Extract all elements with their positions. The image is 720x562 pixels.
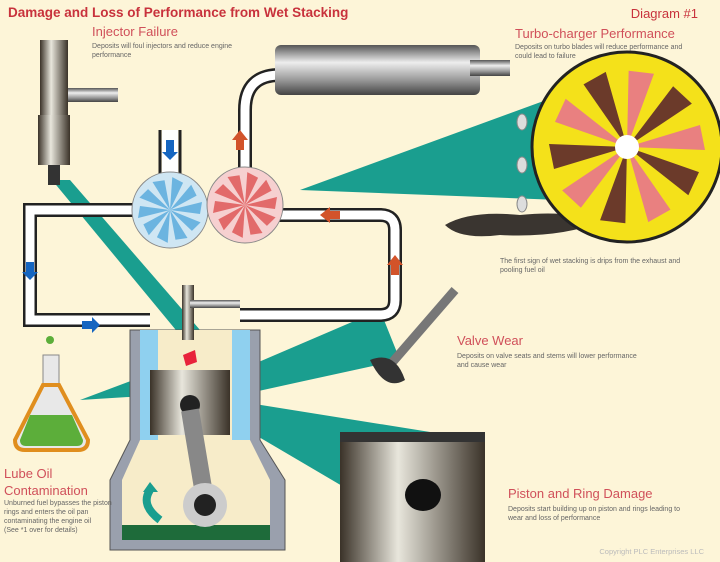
wheel-blade (213, 201, 245, 213)
wheel-blade (227, 175, 245, 205)
callout-turbo: Turbo-charger Performance Deposits on tu… (515, 26, 700, 61)
turbo-blade (549, 144, 627, 169)
callout-valve: Valve Wear Deposits on valve seats and s… (457, 333, 637, 370)
callout-piston: Piston and Ring Damage Deposits start bu… (508, 486, 693, 523)
callout-text: Deposits on valve seats and stems will l… (457, 353, 637, 369)
callout-text: Deposits start building up on piston and… (508, 506, 680, 522)
callout-heading: Turbo-charger Performance (515, 26, 675, 41)
wheel-blade (170, 177, 184, 210)
airflow-arrows (22, 140, 178, 333)
wheel-blade (143, 210, 170, 236)
copyright: Copyright PLC Enterprises LLC (599, 547, 704, 556)
callout-heading: Valve Wear (457, 333, 523, 348)
turbo-wheel (530, 50, 720, 244)
fuel-drips (516, 113, 528, 213)
exhaust-muffler (275, 45, 480, 95)
callout-heading: Injector Failure (92, 24, 178, 39)
turbo-blade (627, 70, 654, 147)
wheel-blade (245, 197, 277, 209)
wheel-blade (170, 184, 197, 210)
wheel-blade (245, 172, 259, 205)
wheel-blade (170, 210, 201, 231)
wheel-blade (245, 205, 276, 226)
wheel-blade (245, 205, 263, 235)
exhaust-arrows (232, 130, 403, 275)
turbo-blade (555, 98, 627, 147)
lab-flask (12, 336, 91, 452)
turbo-blade (583, 71, 627, 147)
wheel-blade (170, 202, 202, 214)
callout-text: Unburned fuel bypasses the piston rings … (4, 500, 112, 525)
valve (370, 287, 459, 384)
turbo-blade (562, 147, 628, 208)
callout-exhaust-text: The first sign of wet stacking is drips … (500, 258, 681, 274)
turbo-blade (627, 147, 699, 196)
wheel-blade (138, 206, 170, 218)
injector (38, 40, 118, 185)
piston-closeup (340, 432, 485, 562)
callout-heading: Piston and Ring Damage (508, 486, 653, 501)
turbo-blade (627, 125, 705, 150)
turbo-blade (600, 147, 627, 224)
wheel-blade (214, 184, 245, 205)
callout-heading: Lube Oil Contamination (4, 466, 88, 498)
wheel-blade (156, 210, 170, 243)
wheel-blade (218, 205, 245, 231)
turbo-blade (627, 86, 692, 147)
wheel-blade (170, 210, 188, 240)
callout-text: Deposits will foul injectors and reduce … (92, 43, 233, 59)
wheel-blade (139, 189, 170, 210)
callout-injector: Injector Failure Deposits will foul inje… (92, 24, 242, 60)
wheel-blade (152, 180, 170, 210)
page-title: Damage and Loss of Performance from Wet … (8, 5, 349, 20)
diagram-label: Diagram #1 (630, 6, 698, 21)
turbo-blade (627, 147, 671, 223)
engine-block (109, 285, 286, 551)
callout-lube: Lube Oil Contamination Unburned fuel byp… (4, 465, 114, 535)
callout-note: (See *1 over for details) (4, 527, 78, 534)
wheel-blade (231, 205, 245, 238)
callout-text: Deposits on turbo blades will reduce per… (515, 44, 683, 60)
fuel-pool (445, 213, 600, 237)
wheel-blade (245, 179, 272, 205)
